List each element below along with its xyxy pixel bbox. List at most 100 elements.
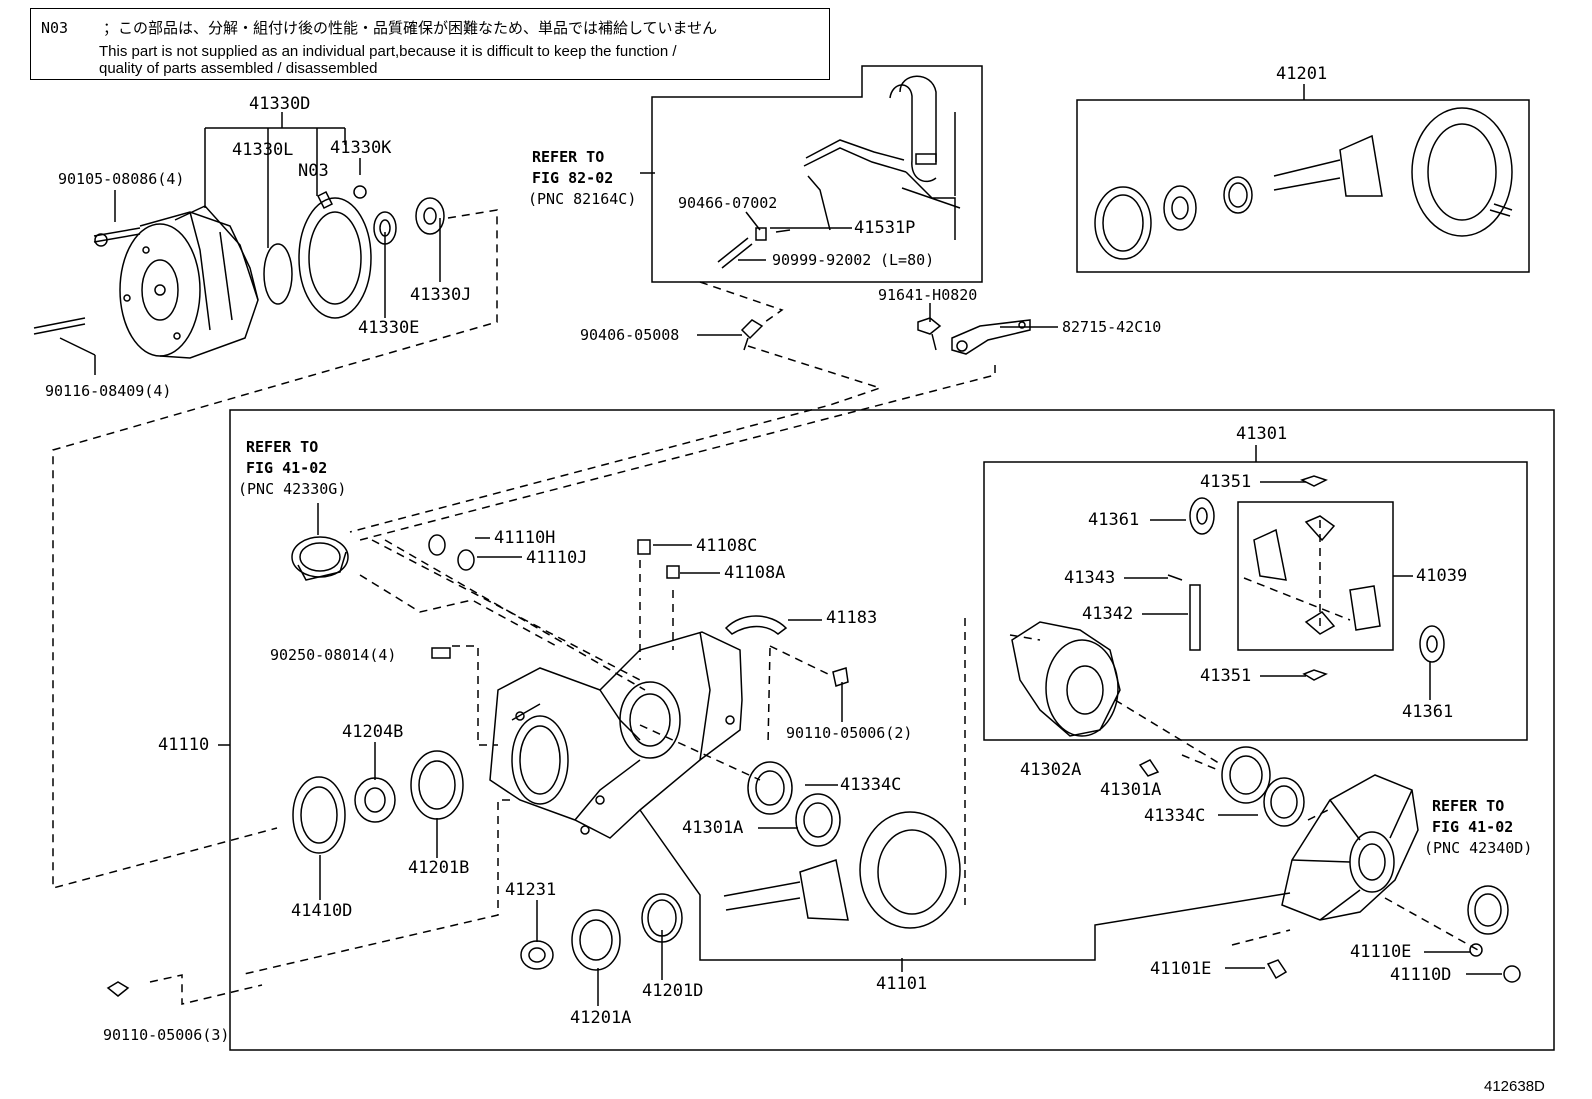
oil-seal-41330K <box>298 185 372 319</box>
part-label[interactable]: 90466-07002 <box>678 194 778 212</box>
part-label[interactable]: 90999-92002 <box>772 251 872 269</box>
shaft-41342 <box>1189 584 1201 651</box>
part-label[interactable]: 41330K <box>330 138 392 158</box>
gasket-41110E <box>1469 943 1483 957</box>
part-label[interactable]: 41351 <box>1200 472 1252 492</box>
bearing-41334C-right <box>1221 746 1271 804</box>
note-english-line1: This part is not supplied as an individu… <box>99 43 677 60</box>
washer-41361-top <box>1189 497 1215 535</box>
alignment-lines <box>52 209 1479 1005</box>
bearing-41334C-left <box>747 761 793 815</box>
ref-41-02-b-line3[interactable]: (PNC 42340D) <box>1424 839 1533 857</box>
spacer-41231 <box>520 940 554 970</box>
part-label[interactable]: 41108C <box>696 536 758 556</box>
part-label[interactable]: 90110-05006(3) <box>103 1026 230 1044</box>
washer-41351-bottom <box>1302 669 1328 681</box>
part-label[interactable]: 41110 <box>158 735 210 755</box>
ref-41-02-b-line2: FIG 41-02 <box>1432 818 1514 836</box>
part-label[interactable]: 41351 <box>1200 666 1252 686</box>
seal-41410D <box>292 776 346 854</box>
part-label[interactable]: 41201D <box>642 981 704 1001</box>
note-english-line2: quality of parts assembled / disassemble… <box>99 60 378 77</box>
part-label[interactable]: 41361 <box>1402 702 1454 722</box>
part-label[interactable]: 41110E <box>1350 942 1412 962</box>
part-label[interactable]: 41201 <box>1276 64 1328 84</box>
ref-41-02-a-line3[interactable]: (PNC 42330G) <box>238 480 347 498</box>
bearing-cup-41201D <box>641 893 683 943</box>
part-label[interactable]: 41183 <box>826 608 878 628</box>
ref-41-02-a-line1: REFER TO <box>246 438 319 456</box>
bolt-90110-05006-2 <box>832 667 849 687</box>
part-label[interactable]: 82715-42C10 <box>1062 318 1162 336</box>
part-label[interactable]: N03 <box>298 161 329 181</box>
part-label[interactable]: 90116-08409(4) <box>45 382 172 400</box>
diff-case-frame <box>983 461 1528 741</box>
part-label[interactable]: 90105-08086(4) <box>58 170 185 188</box>
part-label[interactable]: 41110D <box>1390 965 1452 985</box>
gasket-41108A <box>666 565 680 579</box>
bolt-90110-05006-3 <box>106 981 130 997</box>
part-label[interactable]: 41110J <box>526 548 588 568</box>
part-label[interactable]: 41330J <box>410 285 472 305</box>
part-label[interactable]: 41330L <box>232 140 294 160</box>
ref-82-02-line3[interactable]: (PNC 82164C) <box>528 190 637 208</box>
ring-pinion-frame <box>1076 99 1530 273</box>
part-label[interactable]: 41101 <box>876 974 928 994</box>
bearing-41201A <box>571 909 621 971</box>
plug-41110D <box>1503 965 1521 983</box>
cover-assembly-41330D <box>33 205 259 359</box>
part-label[interactable]: 41201A <box>570 1008 632 1028</box>
pin-41343 <box>1167 574 1183 581</box>
part-label[interactable]: 41330E <box>358 318 420 338</box>
bolt-91641 <box>917 317 942 351</box>
part-label[interactable]: 41342 <box>1082 604 1134 624</box>
part-label[interactable]: 41334C <box>1144 806 1206 826</box>
part-label: (L=80) <box>880 251 935 269</box>
part-label[interactable]: 41201B <box>408 858 470 878</box>
washer-41351-top <box>1300 475 1328 487</box>
part-label[interactable]: 41531P <box>854 218 916 238</box>
gasket-41110J <box>457 549 475 571</box>
part-label[interactable]: 41101E <box>1150 959 1212 979</box>
part-label[interactable]: 41361 <box>1088 510 1140 530</box>
part-label[interactable]: 41110H <box>494 528 556 548</box>
part-label[interactable]: 41039 <box>1416 566 1468 586</box>
part-label[interactable]: 41343 <box>1064 568 1116 588</box>
figure-id: 412638D <box>1484 1078 1545 1095</box>
diff-case-41301 <box>1011 621 1121 737</box>
oil-seal-42340D <box>1467 885 1509 935</box>
part-label[interactable]: 90406-05008 <box>580 326 680 344</box>
part-label[interactable]: 41204B <box>342 722 404 742</box>
part-label[interactable]: 41410D <box>291 901 353 921</box>
part-label[interactable]: 41302A <box>1020 760 1082 780</box>
o-ring-41330L <box>263 243 293 305</box>
breather-frame <box>651 65 983 283</box>
part-label[interactable]: 41334C <box>840 775 902 795</box>
plate-41183 <box>724 615 788 635</box>
note-box: N03 ；この部品は、分解・組付け後の性能・品質確保が困難なため、単品では補給し… <box>30 8 830 80</box>
bearing-41301A-right <box>1263 777 1305 827</box>
nut-41204B <box>354 777 396 823</box>
note-japanese: ；この部品は、分解・組付け後の性能・品質確保が困難なため、単品では補給していませ… <box>103 19 718 37</box>
bearing-41201B <box>410 750 464 820</box>
plug-41108C <box>637 539 651 555</box>
bracket-82715 <box>951 319 1031 355</box>
differential-housing-41110 <box>489 631 743 839</box>
part-label[interactable]: 91641-H0820 <box>878 286 978 304</box>
part-label[interactable]: 41301A <box>682 818 744 838</box>
part-label[interactable]: 41231 <box>505 880 557 900</box>
part-label[interactable]: 41301A <box>1100 780 1162 800</box>
union-90406 <box>740 319 764 351</box>
part-label[interactable]: 41108A <box>724 563 786 583</box>
washer-41361-bottom <box>1419 625 1445 663</box>
ring-pinion-41101 <box>723 811 961 929</box>
part-label[interactable]: 90250-08014(4) <box>270 646 397 664</box>
part-label[interactable]: 90110-05006(2) <box>786 724 913 742</box>
breather-hose-41531P <box>717 75 961 269</box>
bolt-41302A <box>1138 759 1160 777</box>
oil-seal-42330G <box>291 536 349 581</box>
part-label[interactable]: 41301 <box>1236 424 1288 444</box>
part-label[interactable]: 41330D <box>249 94 311 114</box>
leader-lines <box>59 84 1502 1006</box>
